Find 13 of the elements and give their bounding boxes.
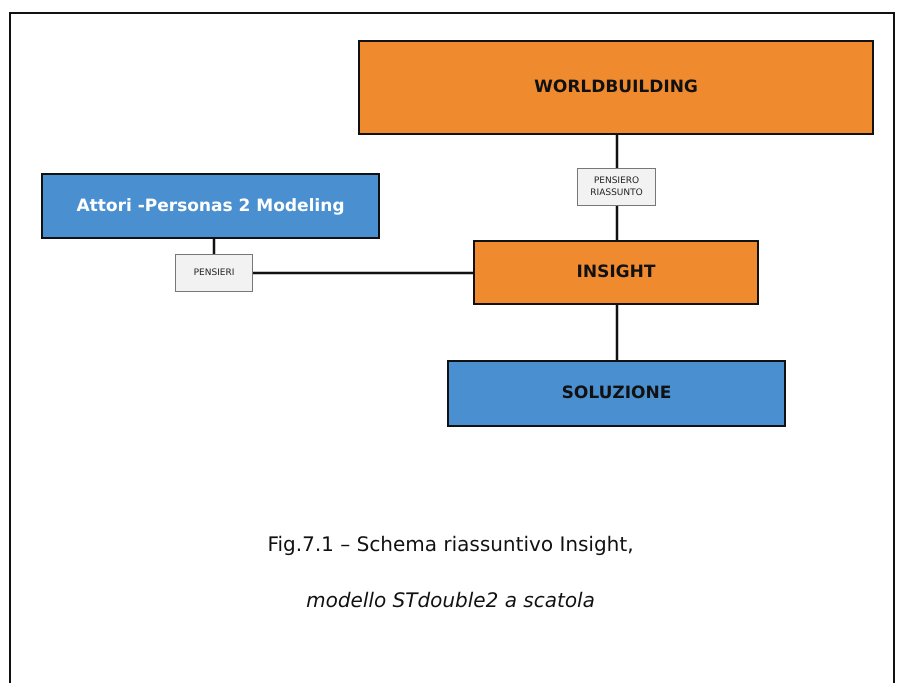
connector-line: [212, 239, 216, 254]
note-box: PENSIERO RIASSUNTO: [577, 168, 656, 206]
connector-line: [616, 135, 618, 168]
figure-caption: Fig.7.1 – Schema riassuntivo Insight,: [266, 532, 635, 556]
connector-line: [616, 305, 618, 360]
note-box: PENSIERI: [175, 254, 253, 292]
connector-line: [616, 206, 618, 240]
process-box: Attori -Personas 2 Modeling: [41, 173, 380, 239]
caption-subtitle: modello STdouble2 a scatola: [305, 588, 596, 612]
connector-line: [253, 272, 473, 274]
process-box: WORLDBUILDING: [358, 40, 874, 135]
process-box: SOLUZIONE: [447, 360, 786, 427]
process-box: INSIGHT: [473, 240, 759, 305]
